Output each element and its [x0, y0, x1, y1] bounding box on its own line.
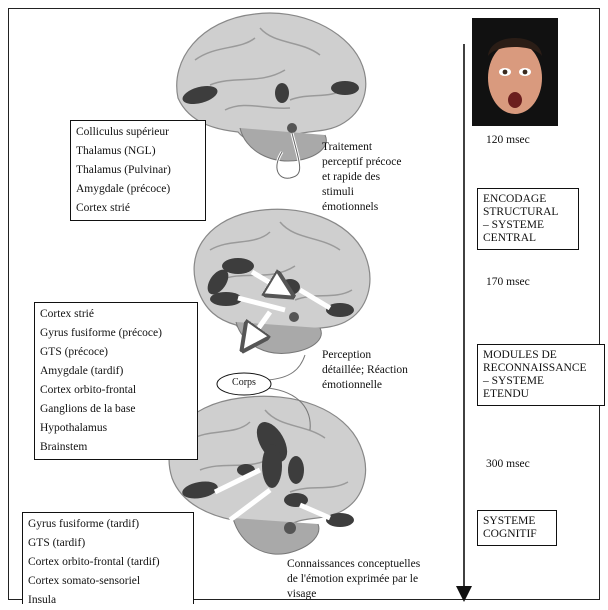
caption-line: et rapide des: [322, 170, 401, 185]
stage-line: – SYSTEME: [483, 375, 599, 388]
structure-label: GTS (tardif): [28, 534, 188, 553]
structure-label: Colliculus supérieur: [76, 123, 200, 142]
structure-label: GTS (précoce): [40, 343, 192, 362]
stage-box-encodage: ENCODAGE STRUCTURAL – SYSTEME CENTRAL: [477, 188, 579, 250]
caption-line: émotionnelle: [322, 378, 408, 393]
stage2-structures-box: Cortex strié Gyrus fusiforme (précoce) G…: [34, 302, 198, 460]
structure-label: Cortex strié: [76, 199, 200, 218]
face-photo: [472, 18, 558, 126]
caption-line: Traitement: [322, 140, 401, 155]
stage-line: – SYSTEME: [483, 219, 573, 232]
time-label: 170 msec: [486, 276, 530, 288]
stage2-caption: Perception détaillée; Réaction émotionne…: [322, 348, 408, 393]
stage-box-cognitif: SYSTEME COGNITIF: [477, 510, 557, 546]
structure-label: Gyrus fusiforme (tardif): [28, 515, 188, 534]
stage-line: SYSTEME: [483, 515, 551, 528]
stage3-caption: Connaissances conceptuelles de l'émotion…: [287, 557, 420, 602]
stage-line: STRUCTURAL: [483, 206, 573, 219]
structure-label: Gyrus fusiforme (précoce): [40, 324, 192, 343]
caption-line: de l'émotion exprimée par le: [287, 572, 420, 587]
structure-label: Cortex strié: [40, 305, 192, 324]
stage-line: COGNITIF: [483, 528, 551, 541]
caption-line: stimuli: [322, 185, 401, 200]
caption-line: Perception: [322, 348, 408, 363]
stage-box-modules: MODULES DE RECONNAISSANCE – SYSTEME ETEN…: [477, 344, 605, 406]
stage-line: ETENDU: [483, 388, 599, 401]
structure-label: Insula: [28, 591, 188, 610]
brain-illustration-3: [169, 396, 365, 554]
caption-line: Connaissances conceptuelles: [287, 557, 420, 572]
structure-label: Amygdale (précoce): [76, 180, 200, 199]
structure-label: Thalamus (Pulvinar): [76, 161, 200, 180]
stage1-structures-box: Colliculus supérieur Thalamus (NGL) Thal…: [70, 120, 206, 221]
structure-label: Brainstem: [40, 438, 192, 457]
structure-label: Ganglions de la base: [40, 400, 192, 419]
stage-line: ENCODAGE: [483, 193, 573, 206]
structure-label: Cortex orbito-frontal (tardif): [28, 553, 188, 572]
caption-line: perceptif précoce: [322, 155, 401, 170]
structure-label: Hypothalamus: [40, 419, 192, 438]
structure-label: Cortex orbito-frontal: [40, 381, 192, 400]
stage1-caption: Traitement perceptif précoce et rapide d…: [322, 140, 401, 215]
brain-illustration-2: [194, 209, 370, 353]
structure-label: Amygdale (tardif): [40, 362, 192, 381]
stage3-structures-box: Gyrus fusiforme (tardif) GTS (tardif) Co…: [22, 512, 194, 604]
caption-line: détaillée; Réaction: [322, 363, 408, 378]
caption-line: visage: [287, 587, 420, 602]
corps-label: Corps: [217, 377, 271, 388]
stage-line: CENTRAL: [483, 232, 573, 245]
stage-line: RECONNAISSANCE: [483, 362, 599, 375]
structure-label: Cortex somato-sensoriel: [28, 572, 188, 591]
caption-line: émotionnels: [322, 200, 401, 215]
structure-label: Thalamus (NGL): [76, 142, 200, 161]
time-label: 300 msec: [486, 458, 530, 470]
time-label: 120 msec: [486, 134, 530, 146]
stage-line: MODULES DE: [483, 349, 599, 362]
